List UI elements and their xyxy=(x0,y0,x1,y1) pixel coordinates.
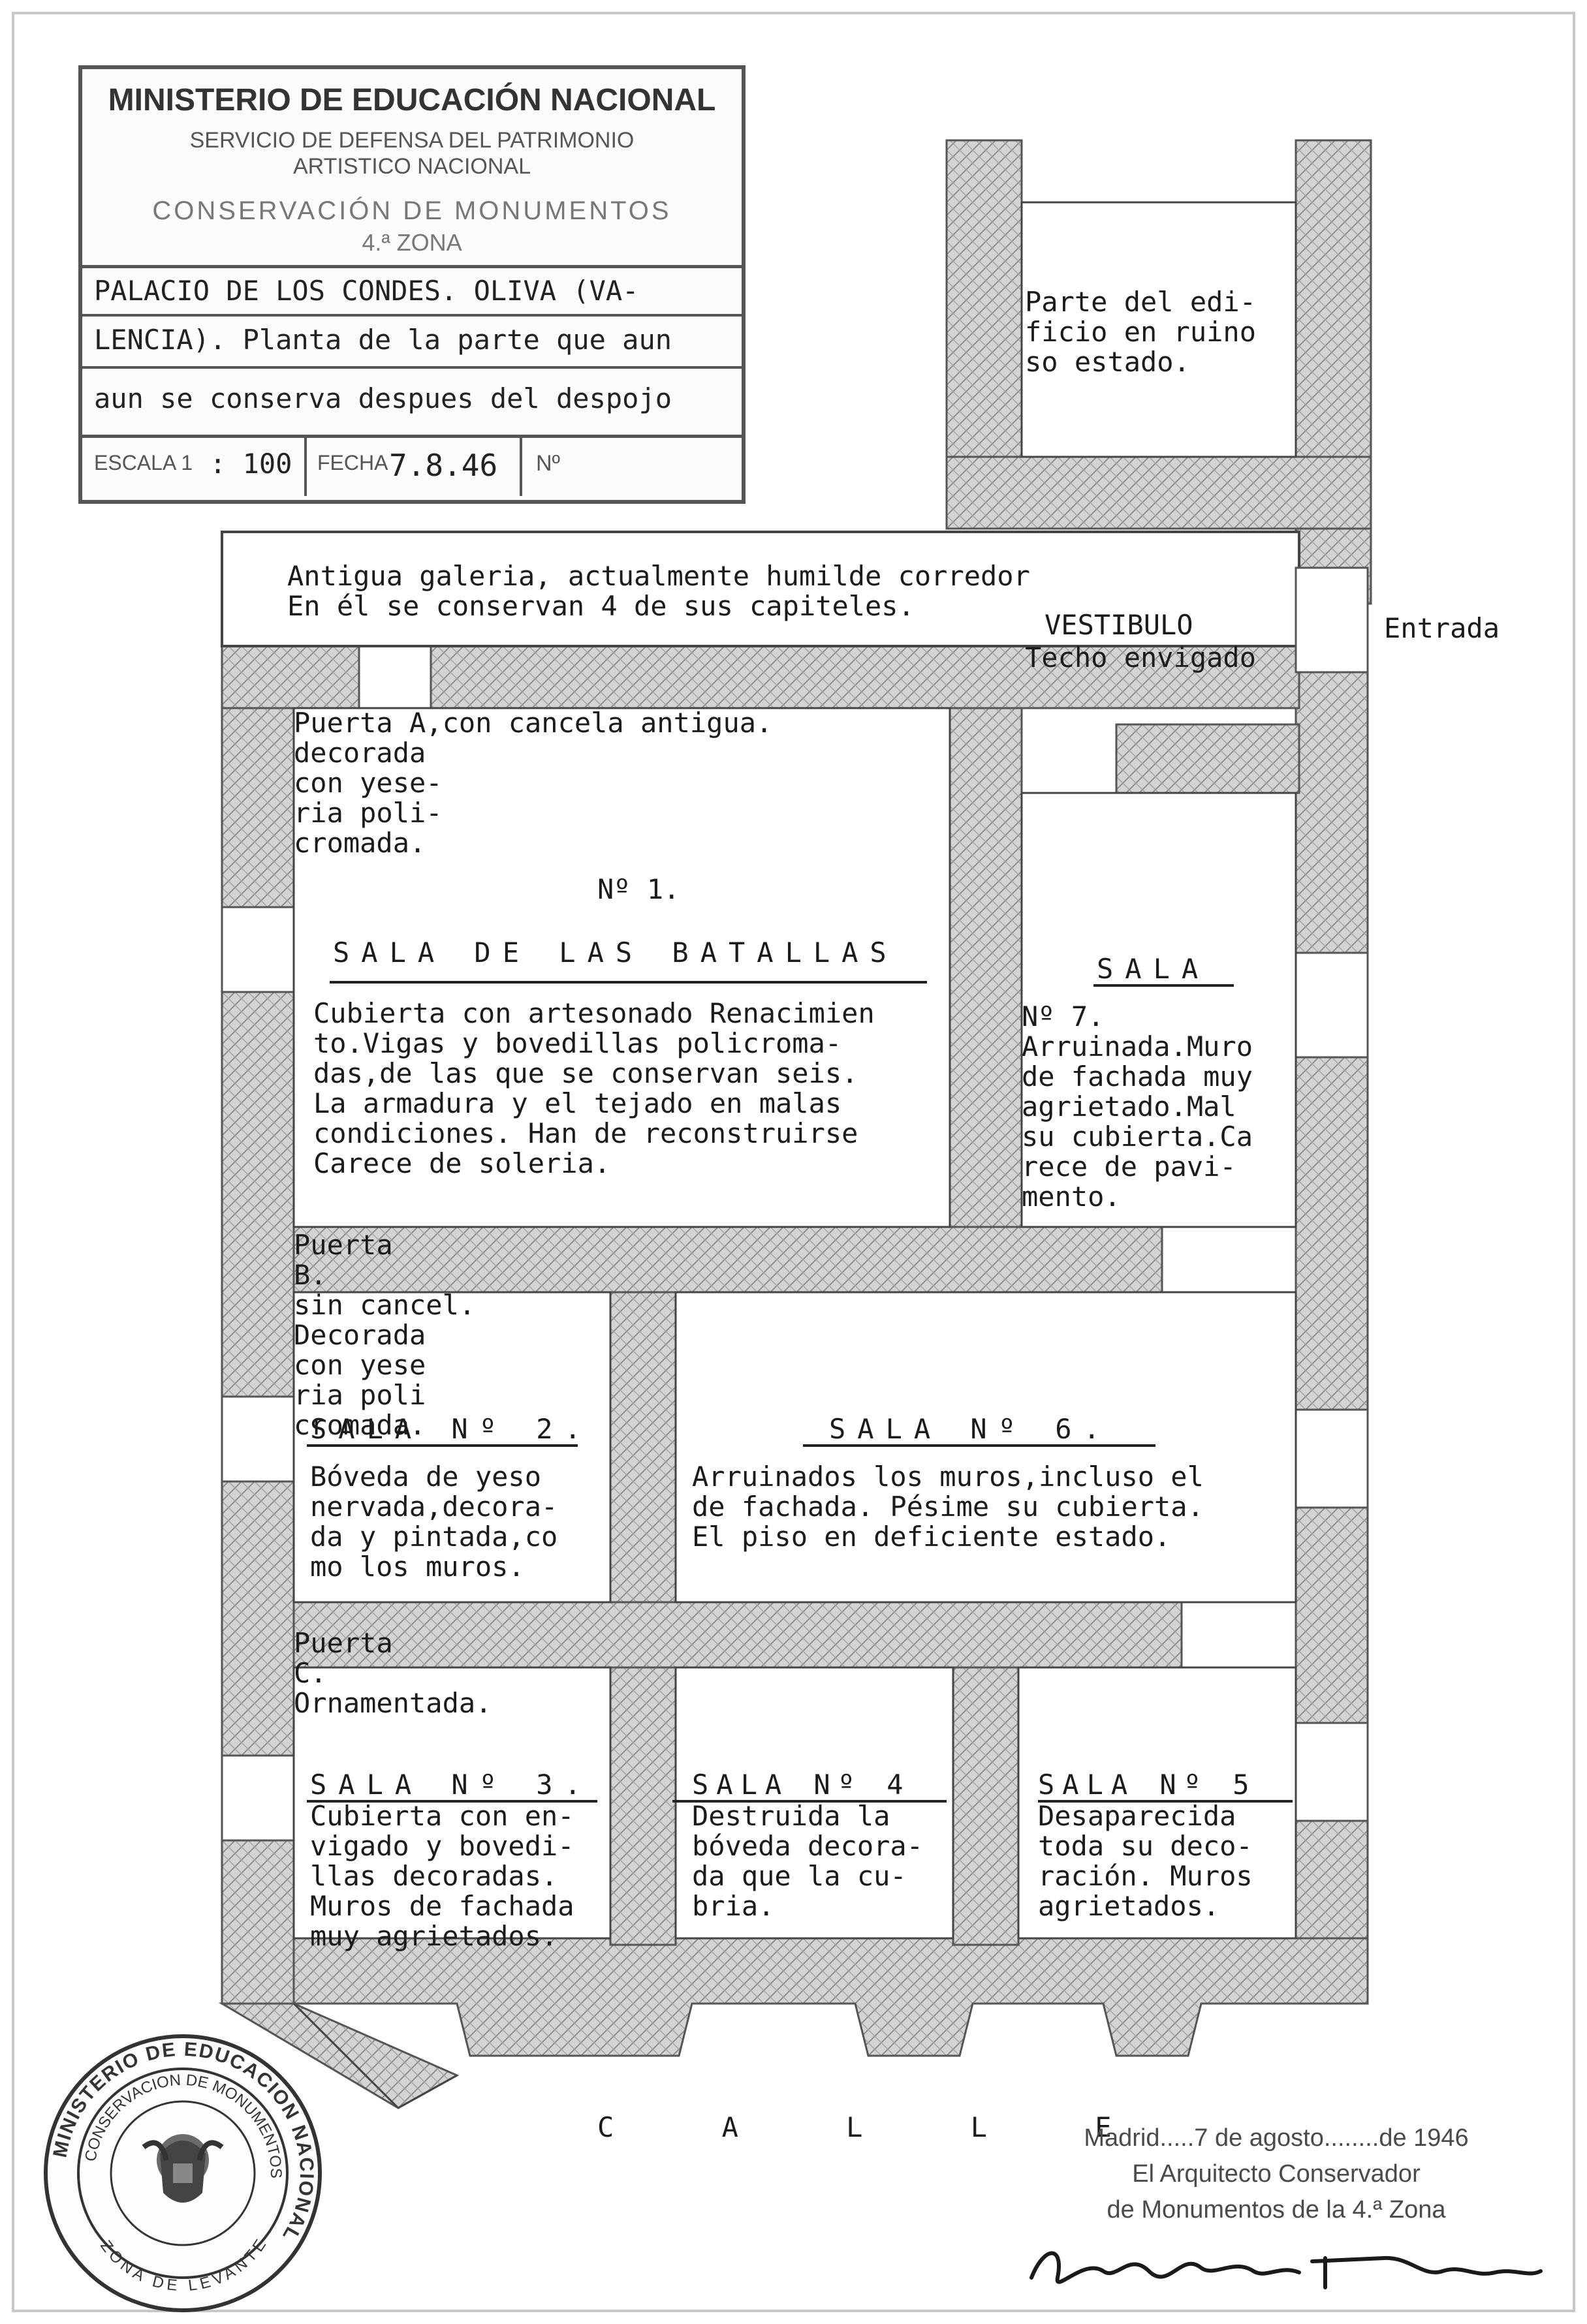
stamp-number-label: Nº xyxy=(536,451,560,476)
room7-description: Nº 7. Arruinada.Muro de fachada muy agri… xyxy=(1022,1000,1253,1213)
outer-wall-south xyxy=(292,1937,1369,2057)
stamp-scale-value: : 100 xyxy=(210,448,292,480)
handwritten-signature xyxy=(1018,2232,1554,2304)
room3-description: Cubierta con en- vigado y bovedi- llas d… xyxy=(310,1800,574,1952)
room2-title: SALA Nº 2. xyxy=(310,1413,593,1445)
wall-room1-east xyxy=(949,707,1023,1284)
wall-room4-east xyxy=(952,1617,1020,1946)
stamp-date-label: FECHA xyxy=(317,451,388,474)
entrance-label: Entrada xyxy=(1384,612,1500,644)
room6-title: SALA Nº 6. xyxy=(829,1413,1112,1445)
coat-of-arms-icon xyxy=(142,2134,224,2203)
north-wall-west xyxy=(221,645,360,709)
room-outlines xyxy=(292,201,1297,1940)
gallery-note: Antigua galeria, actualmente humilde cor… xyxy=(287,560,1030,622)
wall-room1-south xyxy=(292,1226,1163,1294)
stamp-title-3: aun se conserva despues del despojo xyxy=(94,382,672,414)
room7-title: SALA xyxy=(1097,953,1210,985)
title-underlines xyxy=(307,981,1293,1803)
place-date-line: Madrid.....7 de agosto........de 1946 xyxy=(1084,2124,1469,2152)
door-a-note: Puerta A,con cancela antigua. decorada c… xyxy=(294,707,773,859)
stamp-date-value: 7.8.46 xyxy=(389,448,498,483)
north-wall xyxy=(430,645,1300,709)
ruin-wall-right xyxy=(1295,139,1372,605)
vestibule-wall xyxy=(1115,723,1300,794)
room4-description: Destruida la bóveda decora- da que la cu… xyxy=(692,1800,924,1922)
stamp-title-2: LENCIA). Planta de la parte que aun xyxy=(94,324,672,356)
street-label: C A L L E xyxy=(597,2111,1157,2143)
stamp-ministry: MINISTERIO DE EDUCACIÓN NACIONAL xyxy=(108,83,716,117)
sheet-border xyxy=(12,12,1575,2312)
ruin-wall-bottom xyxy=(945,456,1372,530)
room5-title: SALA Nº 5 xyxy=(1038,1769,1257,1801)
signature-graphic xyxy=(1029,2251,1543,2289)
gallery-outline xyxy=(221,531,1300,647)
window-openings xyxy=(221,566,1369,1842)
room1-number: Nº 1. xyxy=(597,873,680,905)
room2-description: Bóveda de yeso nervada,decora- da y pint… xyxy=(310,1461,558,1583)
room5-description: Desaparecida toda su deco- ración. Muros… xyxy=(1038,1800,1253,1922)
stamp-conservation: CONSERVACIÓN DE MONUMENTOS xyxy=(152,196,672,225)
ruin-note: Parte del edi- ficio en ruino so estado. xyxy=(1025,286,1257,378)
vestibule-title: VESTIBULO xyxy=(1045,609,1193,641)
room1-title: SALA DE LAS BATALLAS xyxy=(333,937,898,968)
room4-title: SALA Nº 4 xyxy=(692,1769,911,1801)
wall-room6-south xyxy=(292,1601,1183,1669)
stamp-zone: 4.ª ZONA xyxy=(362,229,462,256)
stamp-service-2: ARTISTICO NACIONAL xyxy=(293,154,531,179)
room6-description: Arruinados los muros,incluso el de facha… xyxy=(692,1461,1204,1553)
role-line-2: de Monumentos de la 4.ª Zona xyxy=(1107,2196,1446,2223)
stamp-scale-label: ESCALA 1 xyxy=(94,451,193,474)
official-seal: MINISTERIO DE EDUCACION NACIONAL CONSERV… xyxy=(39,2030,326,2317)
title-stamp: MINISTERIO DE EDUCACIÓN NACIONAL SERVICI… xyxy=(78,65,746,504)
role-line-1: El Arquitecto Conservador xyxy=(1132,2160,1421,2188)
wall-room2-east xyxy=(609,1239,677,1946)
seal-graphic: MINISTERIO DE EDUCACION NACIONAL CONSERV… xyxy=(44,2034,322,2312)
room1-description: Cubierta con artesonado Renacimien to.Vi… xyxy=(313,997,875,1179)
door-b-note: Puerta B. sin cancel. Decorada con yese … xyxy=(294,1229,476,1441)
vestibule-note: Techo envigado xyxy=(1025,642,1257,674)
stamp-title-1: PALACIO DE LOS CONDES. OLIVA (VA- xyxy=(94,275,639,307)
walls xyxy=(218,139,1372,2109)
stamp-service-1: SERVICIO DE DEFENSA DEL PATRIMONIO xyxy=(189,128,635,153)
room3-title: SALA Nº 3. xyxy=(310,1769,593,1801)
door-c-note: Puerta C. Ornamentada. xyxy=(294,1627,492,1719)
